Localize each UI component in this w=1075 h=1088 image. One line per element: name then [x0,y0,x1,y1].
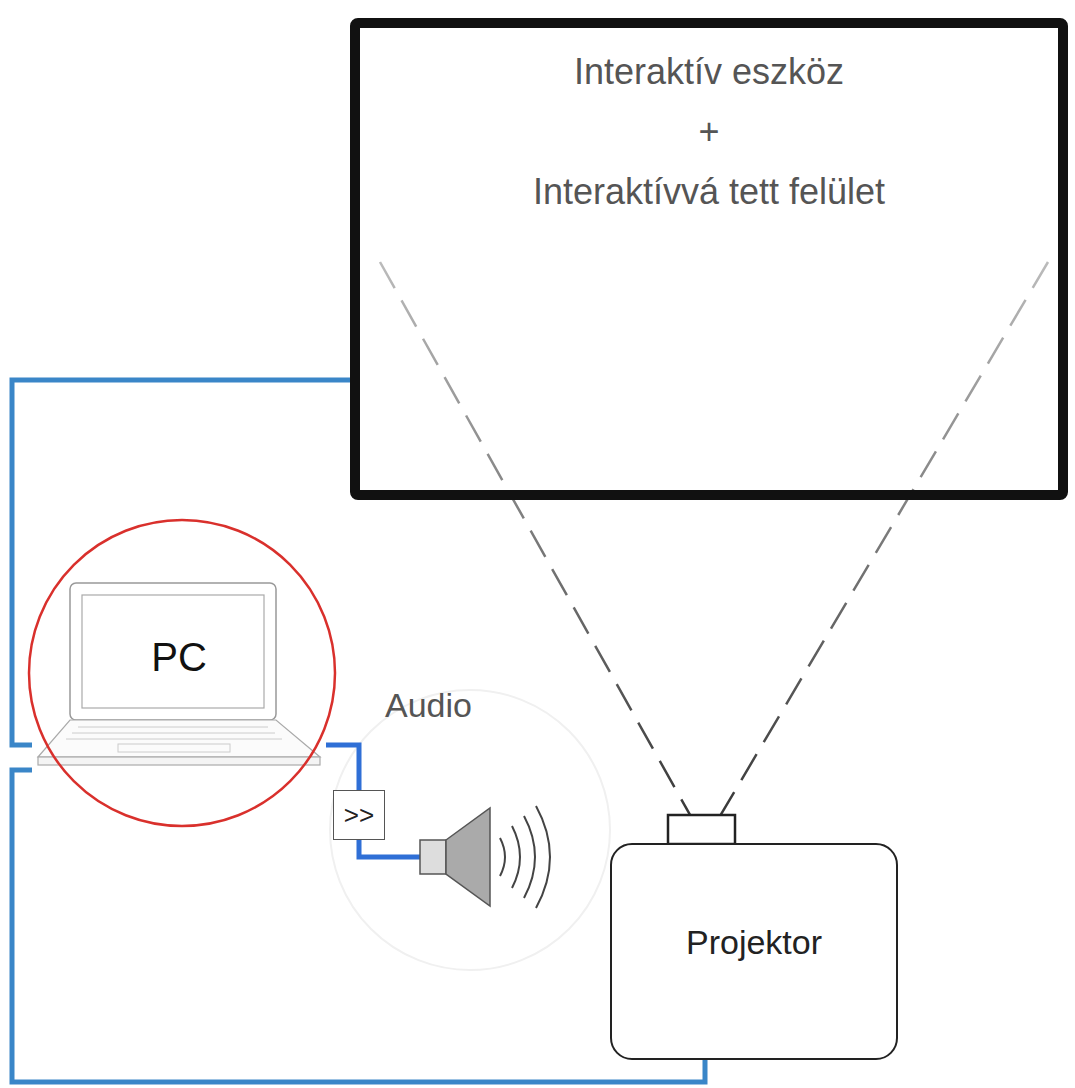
audio-label: Audio [385,686,472,725]
projector-box: Projektor [610,843,898,1060]
projection-line [380,262,703,838]
projection-line [707,262,1048,838]
node-text: PC [32,634,326,680]
node-text: Interaktívvá tett felület [360,162,1058,222]
cable-connector [12,380,350,745]
node-text: Projektor [686,922,822,962]
cable-connector [326,745,359,790]
node-text: >> [344,800,374,830]
cable-connector [12,770,705,1082]
speaker-symbol [420,806,550,908]
highlight-circle [29,520,335,826]
sound-halo [330,690,610,970]
node-text: + [360,102,1058,162]
interactive-board: Interaktív eszköz+Interaktívvá tett felü… [350,18,1068,500]
pc-laptop: PC [32,580,326,775]
projector-lens [668,815,735,844]
audio-wire [359,840,422,857]
amplifier-box: >> [333,790,385,840]
node-text: Interaktív eszköz [360,42,1058,102]
